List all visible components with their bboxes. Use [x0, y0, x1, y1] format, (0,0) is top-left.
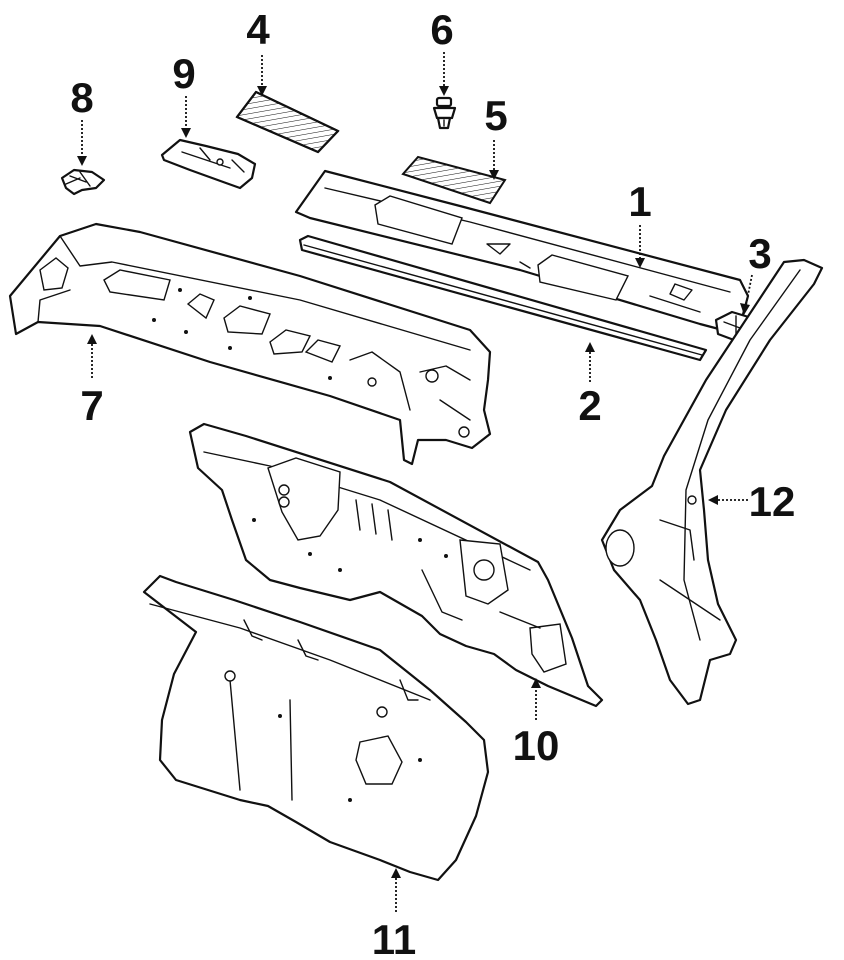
callout-6: 6: [430, 6, 453, 53]
callout-8: 8: [70, 74, 93, 121]
callout-5: 5: [484, 92, 507, 139]
part-2-weatherstrip: [298, 234, 708, 362]
callout-4: 4: [246, 6, 270, 53]
part-4-grille: [235, 90, 340, 154]
callout-7: 7: [80, 382, 103, 429]
callout-labels: 1 2 3 4 5 6 7 8 9 10 11 12: [70, 6, 795, 960]
part-8-clip: [60, 168, 106, 196]
callout-11: 11: [372, 916, 416, 960]
part-12-pillar: [600, 258, 824, 706]
callout-9: 9: [172, 50, 195, 97]
part-5-grille: [401, 155, 507, 205]
part-6-clip: [432, 96, 457, 130]
part-10-dash-panel: [188, 422, 604, 708]
part-9-bracket: [160, 138, 257, 190]
part-11-insulator: [142, 574, 490, 882]
callout-3: 3: [748, 230, 771, 277]
callout-1: 1: [628, 178, 651, 225]
callout-2: 2: [578, 382, 601, 429]
part-7-cowl-assembly: [8, 222, 492, 466]
callout-10: 10: [513, 722, 560, 769]
leader-lines: [77, 52, 753, 912]
callout-12: 12: [749, 478, 796, 525]
part-1-cowl-panel: [294, 169, 750, 335]
